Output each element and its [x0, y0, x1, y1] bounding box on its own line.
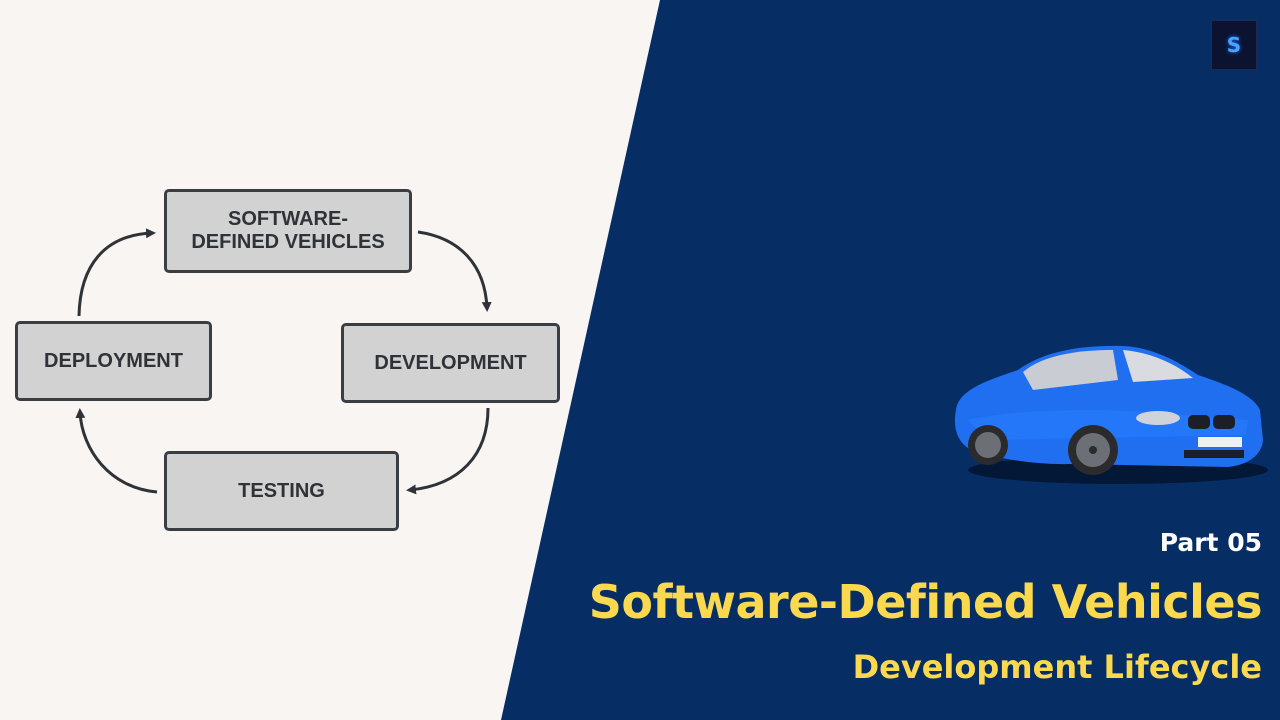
cycle-arrows	[75, 228, 492, 495]
arrow-testing-to-deployment	[75, 408, 158, 494]
blue-sports-car-icon	[954, 345, 1268, 484]
node-software-defined-vehicles: SOFTWARE- DEFINED VEHICLES	[164, 189, 412, 273]
node-label-line2: DEFINED VEHICLES	[191, 231, 385, 253]
part-label: Part 05	[1159, 528, 1262, 557]
node-label-line1: SOFTWARE-	[227, 208, 348, 230]
arrow-deployment-to-sdv	[77, 228, 156, 317]
node-testing: TESTING	[164, 451, 399, 531]
channel-logo: S	[1211, 20, 1257, 70]
node-label: TESTING	[238, 479, 325, 502]
arrow-development-to-testing	[406, 407, 490, 495]
main-title: Software-Defined Vehicles	[588, 575, 1263, 629]
node-label: DEVELOPMENT	[374, 351, 527, 374]
subtitle: Development Lifecycle	[852, 648, 1262, 686]
arrow-sdv-to-development	[417, 230, 492, 312]
node-deployment: DEPLOYMENT	[15, 321, 212, 401]
channel-logo-icon: S	[1226, 33, 1242, 57]
node-development: DEVELOPMENT	[341, 323, 560, 403]
node-label: DEPLOYMENT	[44, 349, 183, 372]
